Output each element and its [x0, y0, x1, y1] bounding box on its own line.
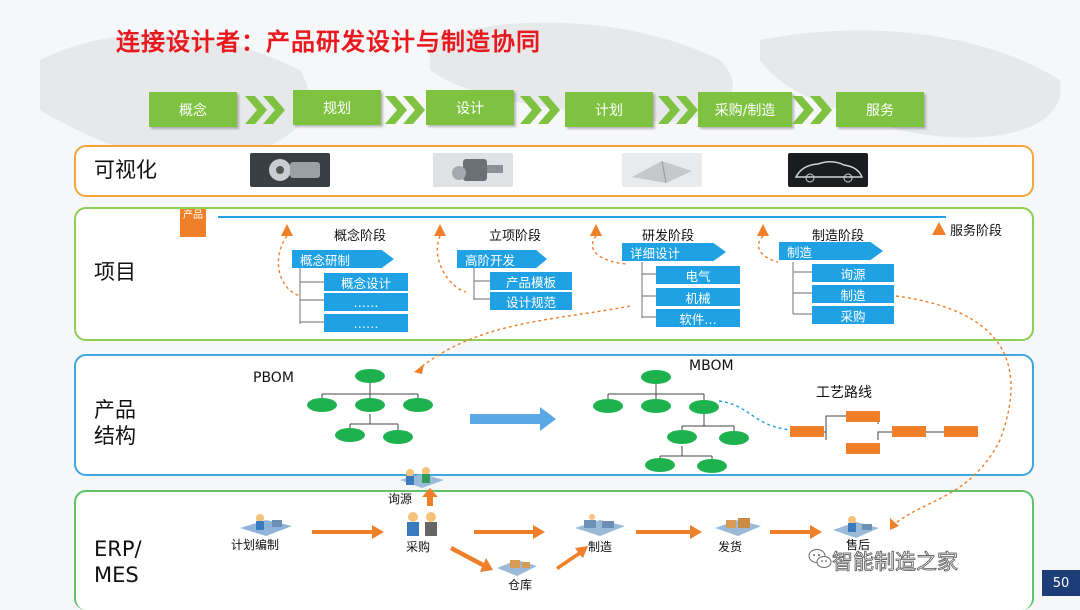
- procurement-box: 采购: [812, 306, 894, 324]
- sourcing-team-icon: [400, 467, 444, 488]
- row-label-product-structure: 产品 结构: [94, 398, 136, 448]
- stage-plan: 计划: [565, 92, 653, 127]
- manufacturing-arrow: 制造: [779, 242, 883, 260]
- mechanical-box: 机械: [656, 288, 740, 306]
- warehouse-icon: [497, 560, 537, 576]
- car-wireframe-thumbnail: [788, 153, 868, 187]
- concept-design-box: 概念设计: [324, 273, 408, 291]
- sourcing-box: 询源: [812, 264, 894, 282]
- manufacturing-line-icon: [575, 514, 625, 536]
- phase-label-concept: 概念阶段: [334, 229, 387, 244]
- design-spec-box: 设计规范: [490, 292, 572, 310]
- concept-dev-arrow: 概念研制: [292, 250, 394, 268]
- routing-label: 工艺路线: [816, 385, 872, 401]
- row-label-visualization: 可视化: [94, 158, 157, 182]
- product-template-box: 产品模板: [490, 272, 572, 290]
- stage-planning: 规划: [293, 90, 381, 125]
- page-title: 连接设计者：产品研发设计与制造协同: [116, 28, 541, 56]
- shipping-label: 发货: [718, 540, 743, 554]
- production-box: 制造: [812, 285, 894, 303]
- cad-assembly-thumbnail: [433, 153, 513, 187]
- shipping-boxes-icon: [715, 518, 761, 536]
- chevron-right-icon: [658, 96, 698, 124]
- concept-more-box: ……: [324, 314, 408, 332]
- milestone-triangle-icon: [932, 222, 946, 235]
- detailed-design-arrow: 详细设计: [622, 243, 726, 261]
- after-sales-label: 售后: [846, 538, 871, 552]
- watermark-text: 智能制造之家: [832, 550, 959, 575]
- cad-part-thumbnail: [250, 153, 330, 187]
- after-sales-icon: [833, 516, 879, 538]
- service-phase-label: 服务阶段: [950, 224, 1003, 239]
- chevron-right-icon: [385, 96, 425, 124]
- rendered-part-thumbnail: [622, 153, 702, 187]
- chevron-right-icon: [520, 96, 560, 124]
- advanced-dev-arrow: 高阶开发: [457, 250, 547, 268]
- stage-procure-manufacture: 采购/制造: [698, 92, 792, 127]
- software-box: 软件…: [656, 309, 740, 327]
- product-structure-panel: [74, 354, 1034, 476]
- planning-desk-icon: [240, 514, 292, 536]
- chevron-right-icon: [792, 96, 832, 124]
- phase-label-initiation: 立项阶段: [489, 229, 542, 244]
- wechat-icon: [808, 549, 832, 568]
- stage-design: 设计: [426, 90, 514, 125]
- row-label-erp-mes: ERP/ MES: [94, 537, 142, 587]
- electrical-box: 电气: [656, 266, 740, 284]
- purchasing-label: 采购: [406, 540, 431, 554]
- phase-label-rnd: 研发阶段: [642, 229, 695, 244]
- mbom-label: MBOM: [689, 358, 734, 374]
- project-timeline: [218, 216, 946, 218]
- stage-service: 服务: [836, 92, 924, 127]
- page-number: 50: [1042, 570, 1080, 596]
- chevron-right-icon: [245, 96, 285, 124]
- erp-mes-panel: [74, 490, 1034, 610]
- sourcing-label: 询源: [388, 492, 413, 506]
- warehouse-label: 仓库: [508, 578, 533, 592]
- product-flag: 产品: [180, 209, 206, 237]
- manufacturing-label: 制造: [588, 540, 613, 554]
- concept-more-box: ……: [324, 293, 408, 311]
- row-label-project: 项目: [94, 260, 136, 284]
- pbom-label: PBOM: [253, 370, 294, 386]
- visualization-panel: [74, 145, 1034, 197]
- stage-concept: 概念: [149, 92, 237, 127]
- planning-label: 计划编制: [231, 538, 280, 552]
- purchasing-people-icon: [407, 512, 437, 536]
- phase-label-manufacturing: 制造阶段: [812, 229, 865, 244]
